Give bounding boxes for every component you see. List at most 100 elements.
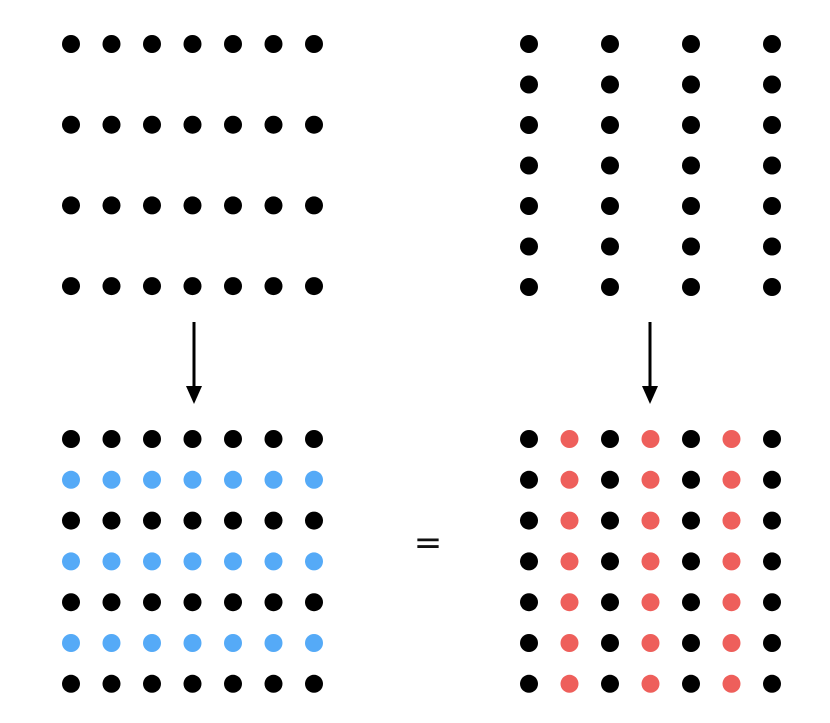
highlighted-column-dot (641, 430, 660, 448)
dot (305, 115, 323, 134)
highlighted-column-dot (560, 674, 579, 693)
dot (763, 552, 781, 571)
dot (763, 237, 781, 256)
highlighted-column-dot (641, 674, 660, 693)
dot (143, 35, 161, 53)
dot (682, 430, 700, 448)
highlighted-column-dot (641, 593, 660, 612)
dot (183, 277, 202, 296)
highlighted-row-dot (62, 552, 80, 571)
highlighted-column-dot (722, 511, 741, 530)
dot (183, 35, 202, 53)
dot (682, 278, 700, 296)
dot (520, 674, 538, 693)
dot (224, 593, 242, 612)
highlighted-column-dot (560, 470, 579, 489)
dot (224, 115, 242, 134)
dot (763, 75, 781, 94)
dot (224, 430, 242, 448)
dot (143, 674, 161, 693)
highlighted-row-dot (102, 552, 121, 571)
dot (183, 593, 202, 612)
dot (143, 196, 161, 215)
dot (62, 593, 80, 612)
highlighted-column-dot (722, 674, 741, 693)
equals-sign: = (413, 523, 443, 563)
dot (682, 197, 700, 215)
dot (305, 277, 323, 296)
dot (682, 593, 700, 612)
highlighted-row-dot (264, 552, 283, 571)
dot (305, 196, 323, 215)
dot (682, 35, 700, 53)
dot (682, 116, 700, 134)
highlighted-row-dot (143, 470, 161, 489)
highlighted-column-dot (722, 470, 741, 489)
dot (102, 196, 121, 215)
highlighted-row-dot (183, 634, 202, 652)
dot (62, 35, 80, 53)
highlighted-column-dot (641, 470, 660, 489)
dot (102, 593, 121, 612)
dot (520, 35, 538, 53)
dot (62, 430, 80, 448)
dot (682, 156, 700, 175)
highlighted-row-dot (62, 470, 80, 489)
highlighted-row-dot (305, 634, 323, 652)
dot (763, 197, 781, 215)
dot (601, 552, 619, 571)
dot (763, 278, 781, 296)
highlighted-row-dot (264, 470, 283, 489)
highlighted-row-dot (102, 634, 121, 652)
dot (682, 511, 700, 530)
top-right-dot-grid (520, 35, 781, 296)
highlighted-column-dot (722, 430, 741, 448)
bottom-left-dot-grid (62, 430, 323, 693)
dot (601, 470, 619, 489)
right-down-arrow (642, 322, 658, 404)
highlighted-row-dot (224, 470, 242, 489)
dot (520, 197, 538, 215)
highlighted-column-dot (722, 593, 741, 612)
highlighted-column-dot (560, 593, 579, 612)
dot (601, 197, 619, 215)
dot (224, 511, 242, 530)
dot (264, 511, 283, 530)
dot (102, 511, 121, 530)
dot (102, 430, 121, 448)
dot (62, 196, 80, 215)
dot (601, 511, 619, 530)
dot (520, 470, 538, 489)
dot (183, 430, 202, 448)
dot (264, 674, 283, 693)
dot (264, 196, 283, 215)
dot (601, 634, 619, 652)
dot (763, 674, 781, 693)
dot (143, 115, 161, 134)
dot (305, 35, 323, 53)
dot (601, 237, 619, 256)
dot (601, 430, 619, 448)
dot (264, 593, 283, 612)
highlighted-column-dot (641, 511, 660, 530)
highlighted-row-dot (62, 634, 80, 652)
dot (143, 511, 161, 530)
dot (183, 511, 202, 530)
dot (682, 634, 700, 652)
dot (102, 35, 121, 53)
dot (601, 674, 619, 693)
highlighted-row-dot (305, 470, 323, 489)
dot (520, 552, 538, 571)
dot (682, 674, 700, 693)
dot (682, 237, 700, 256)
dot (264, 430, 283, 448)
dot (763, 430, 781, 448)
dot (102, 115, 121, 134)
dot (520, 116, 538, 134)
left-down-arrow (186, 322, 202, 404)
dot (601, 35, 619, 53)
bottom-right-dot-grid (520, 430, 781, 693)
dot (143, 277, 161, 296)
top-left-dot-grid (62, 35, 323, 296)
dot (224, 35, 242, 53)
